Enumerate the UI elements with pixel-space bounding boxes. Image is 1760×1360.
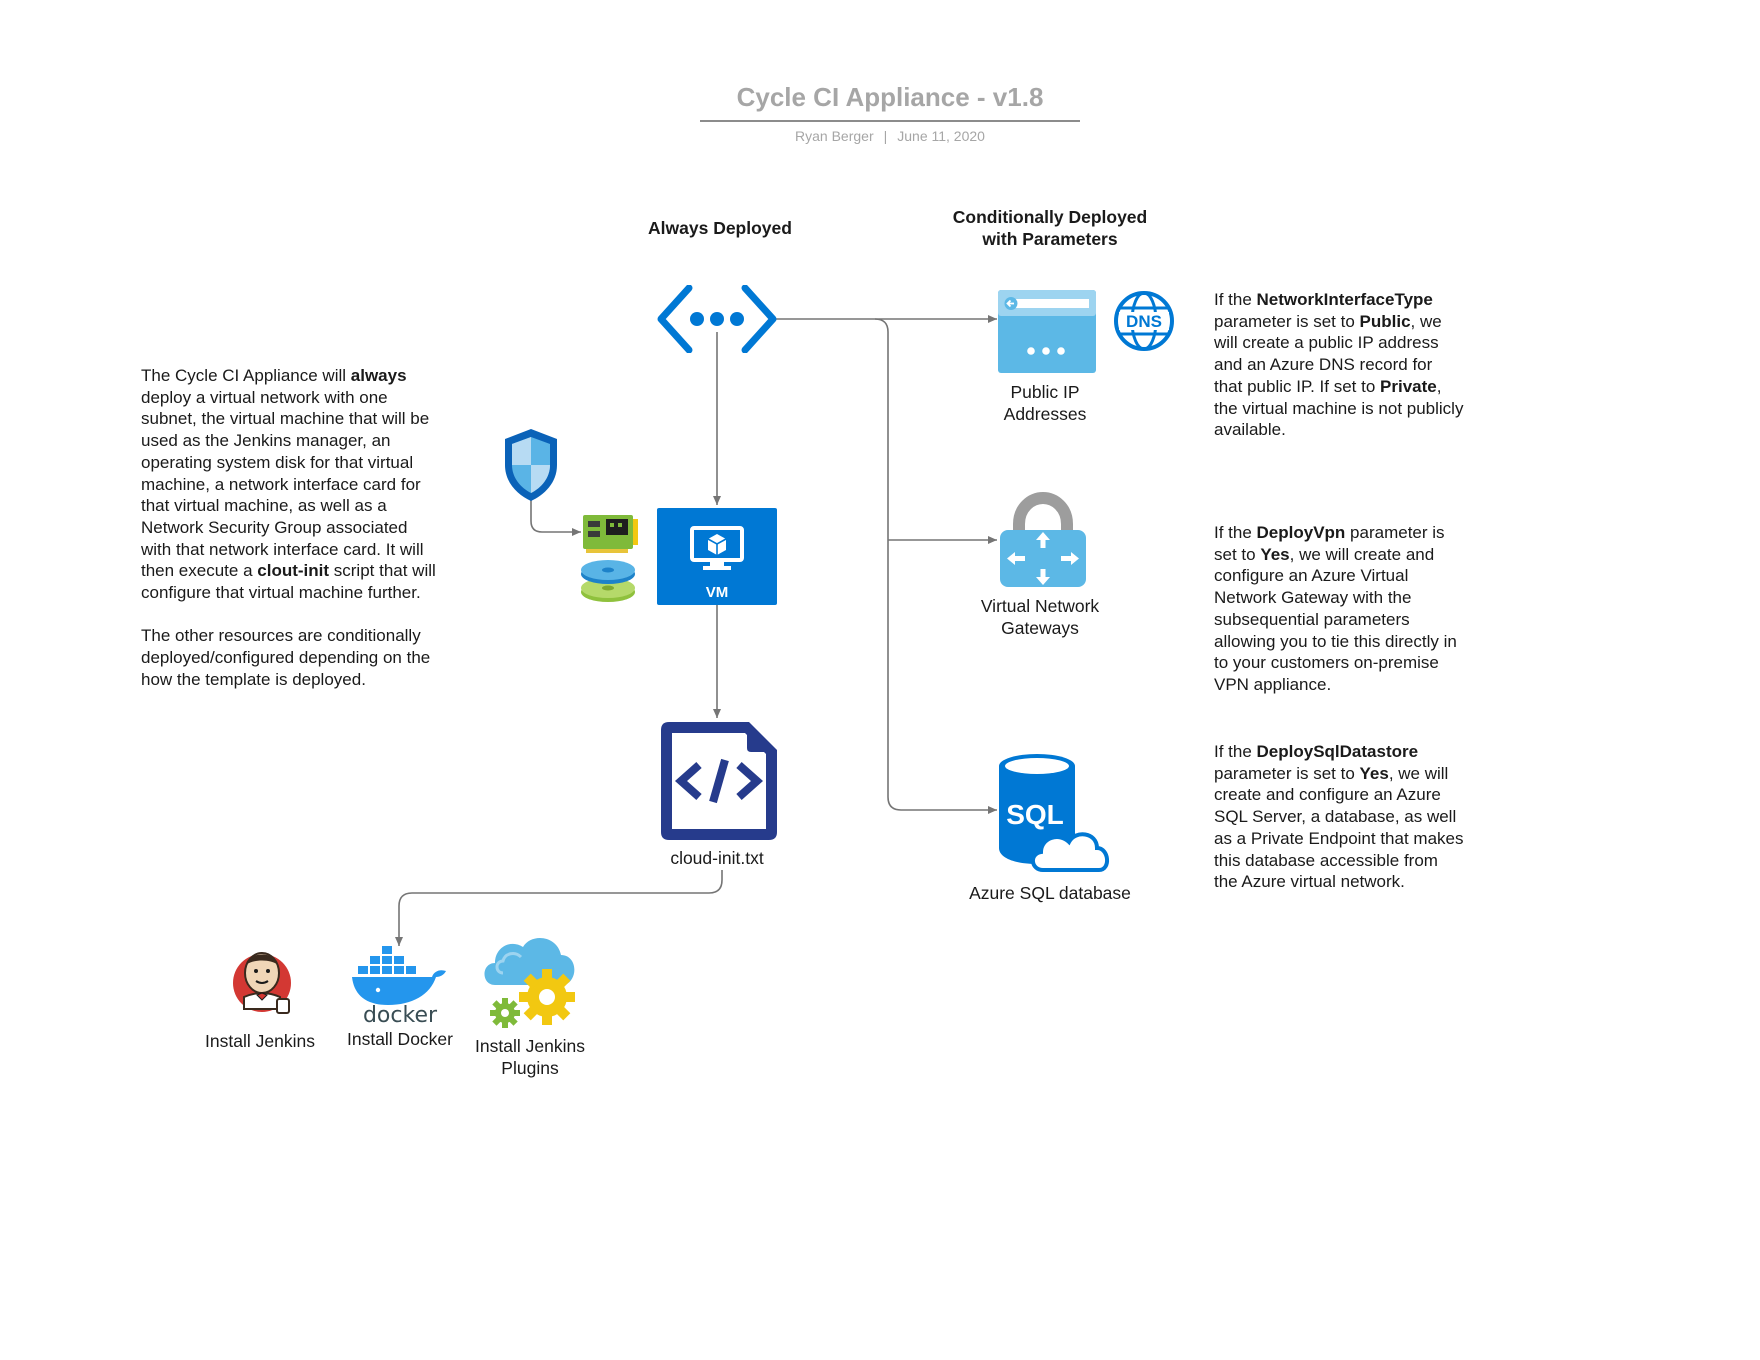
cloudinit-to-install-arrow (395, 870, 723, 946)
note-text: If the (1214, 742, 1257, 761)
install-plugins-label-line1: Install Jenkins (475, 1036, 585, 1056)
note-bold-param: DeployVpn (1256, 523, 1346, 542)
vng-label-line2: Gateways (1001, 618, 1079, 638)
desc-text: deploy a virtual network with one subnet… (141, 387, 430, 581)
virtual-network-gateway-icon (1000, 492, 1086, 587)
small-gear-icon (490, 998, 520, 1028)
title-divider (700, 120, 1080, 122)
network-interface-card-icon (583, 515, 638, 553)
desc-text: script that will configure that virtual … (141, 561, 436, 603)
public-ip-label-line1: Public IP (1010, 382, 1080, 402)
conditional-heading: Conditionally Deployed with Parameters (925, 206, 1175, 250)
desc-bold-cloudinit: clout-init (257, 561, 330, 581)
note-text: If the (1214, 523, 1257, 542)
cloud-init-label: cloud-init.txt (670, 848, 764, 868)
note-text: , the virtual machine is not publicly av… (1214, 376, 1464, 440)
vng-label: Virtual Network Gateways (955, 595, 1125, 639)
note-text: , we will create and configure an Azure … (1214, 763, 1464, 892)
cloud-init-script-file-icon (661, 722, 777, 840)
conditional-heading-line1: Conditionally Deployed (952, 207, 1148, 227)
sql-note: If the DeploySqlDatastore parameter is s… (1214, 741, 1464, 893)
install-plugins-label-line2: Plugins (501, 1058, 559, 1078)
plugins-cloud-gears-icon (484, 937, 575, 1028)
note-bold-value: Yes (1260, 544, 1290, 564)
vng-label-line1: Virtual Network (980, 596, 1100, 616)
desc-bold-always: always (350, 366, 407, 385)
sql-badge-text: SQL (1006, 799, 1064, 830)
note-bold-param: DeploySqlDatastore (1256, 742, 1419, 761)
sql-label: Azure SQL database (969, 883, 1131, 903)
vnet-branch-trunk (874, 318, 902, 811)
public-ip-label: Public IP Addresses (960, 381, 1130, 425)
nsg-to-nic-arrow (530, 500, 581, 536)
left-description-p1: The Cycle CI Appliance will always deplo… (141, 365, 441, 604)
public-ip-label-line2: Addresses (1003, 404, 1087, 424)
monitor-icon (690, 526, 744, 570)
docker-whale-icon: docker (352, 946, 446, 1025)
azure-sql-database-icon: SQL (999, 754, 1109, 872)
docker-wordmark: docker (363, 1003, 438, 1025)
vpn-note: If the DeployVpn parameter is set to Yes… (1214, 522, 1464, 696)
note-text: , we will create and configure an Azure … (1214, 544, 1457, 694)
left-description: The Cycle CI Appliance will always deplo… (141, 365, 441, 712)
note-text: parameter is set to (1214, 523, 1445, 564)
note-bold-value: Private (1380, 376, 1437, 396)
os-disk-icon (581, 560, 635, 602)
left-description-p2: The other resources are conditionally de… (141, 626, 431, 689)
public-ip-note: If the NetworkInterfaceType parameter is… (1214, 289, 1464, 441)
publish-date: June 11, 2020 (897, 128, 985, 144)
dns-badge-text: DNS (1126, 312, 1162, 331)
install-plugins-label: Install Jenkins Plugins (460, 1035, 600, 1079)
note-text: parameter is set to (1214, 763, 1360, 783)
page-title: Cycle CI Appliance - v1.8 (736, 82, 1044, 112)
note-text: If the (1214, 290, 1257, 309)
virtual-machine-node: VM (657, 508, 777, 605)
network-security-group-shield-icon (505, 429, 557, 501)
conditional-heading-line2: with Parameters (982, 229, 1118, 249)
page-subtitle: Ryan Berger | June 11, 2020 (700, 128, 1080, 144)
subtitle-separator: | (883, 128, 888, 144)
note-text: parameter is set to (1214, 311, 1360, 331)
virtual-network-icon (657, 285, 777, 353)
public-ip-addresses-icon (998, 290, 1096, 373)
install-docker-label: Install Docker (346, 1029, 453, 1049)
note-bold-param: NetworkInterfaceType (1256, 290, 1433, 309)
note-text: , we will create a public IP address and… (1214, 311, 1442, 396)
note-bold-value: Public (1359, 311, 1411, 331)
always-deployed-heading: Always Deployed (648, 218, 792, 238)
dns-globe-icon: DNS (1114, 291, 1174, 351)
vm-label: VM (705, 584, 729, 601)
large-gear-icon (519, 969, 575, 1025)
author-name: Ryan Berger (795, 128, 874, 144)
note-bold-value: Yes (1359, 763, 1389, 783)
jenkins-butler-icon (233, 952, 291, 1014)
desc-text: The Cycle CI Appliance will (141, 366, 351, 385)
install-jenkins-label: Install Jenkins (205, 1031, 315, 1051)
